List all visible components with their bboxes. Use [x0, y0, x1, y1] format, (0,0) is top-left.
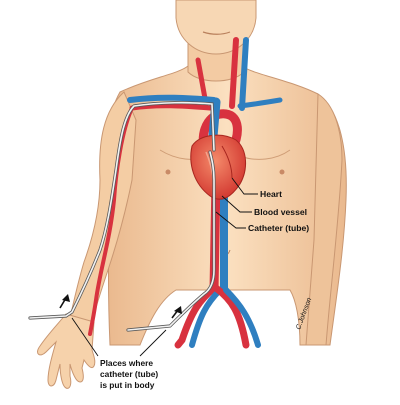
label-catheter: Catheter (tube) [248, 223, 309, 233]
catheter-arm-inner [29, 101, 215, 319]
iliac-vein-right [189, 287, 223, 348]
leader-lines [71, 177, 258, 357]
subclavian-vein [127, 94, 217, 103]
catheters [28, 101, 216, 332]
catheter-groin-inner [127, 151, 215, 331]
hand [37, 313, 96, 389]
label-blood-vessel: Blood vessel [254, 207, 307, 217]
arrow-arm [59, 294, 70, 309]
leader-catheter [215, 211, 246, 229]
nipple-left [279, 169, 285, 175]
aortic-arch [198, 109, 242, 155]
heart-shape [190, 134, 246, 200]
leader-place-arm [71, 317, 99, 357]
body: C.Johnson [37, 0, 347, 389]
mouth [202, 31, 231, 35]
iliac-artery-left [212, 284, 250, 349]
label-places-line3: is put in body [100, 380, 155, 390]
label-places-line2: catheter (tube) [100, 369, 158, 379]
label-heart: Heart [260, 189, 282, 199]
nipple-right [165, 169, 171, 175]
heart [190, 134, 246, 200]
iliac-artery-right [174, 284, 218, 349]
left-arm [305, 93, 343, 346]
leader-blood-vessel [221, 195, 252, 213]
insertion-arrows [59, 294, 182, 319]
carotid-left [229, 37, 239, 109]
jugular-left [239, 37, 249, 111]
subclavian-left [237, 97, 283, 109]
iliac-vein-left [223, 287, 261, 348]
leader-place-groin [139, 329, 167, 357]
leader-heart [231, 177, 258, 195]
subclavian-artery [129, 103, 213, 111]
label-places-line1: Places where [100, 358, 153, 368]
arrow-groin [171, 306, 182, 319]
